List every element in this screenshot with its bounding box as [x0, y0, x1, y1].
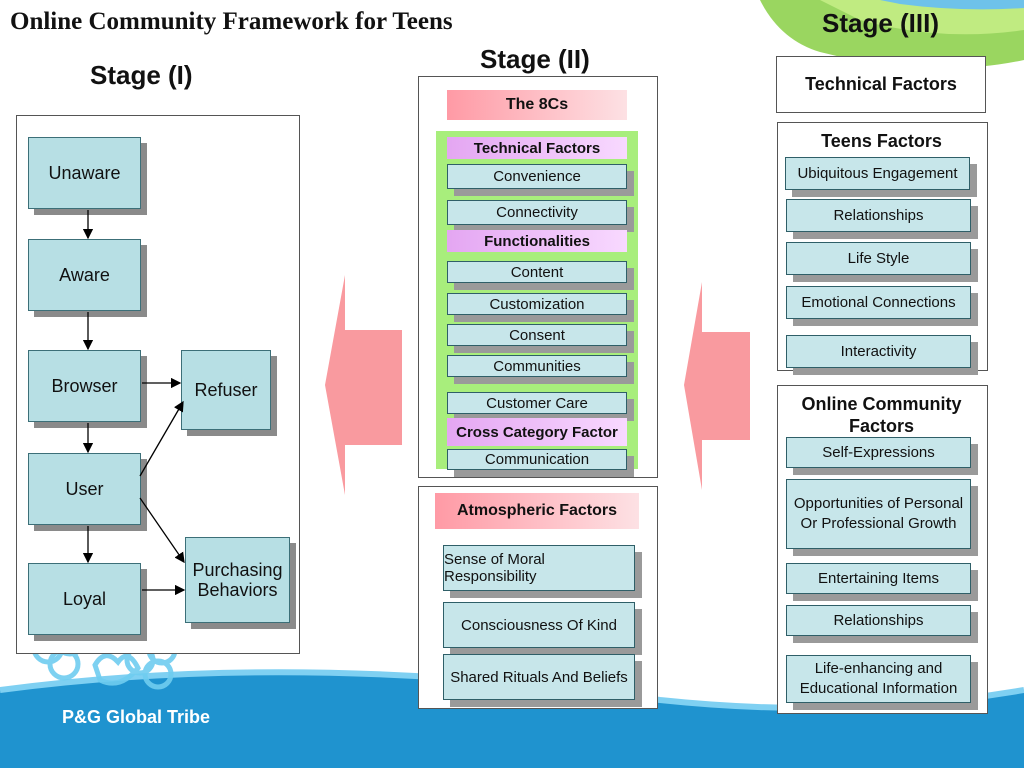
item-consent: Consent — [447, 324, 627, 346]
item-interactivity: Interactivity — [786, 335, 971, 368]
functionalities-header: Functionalities — [447, 230, 627, 252]
online-community-title: Online Community Factors — [801, 394, 962, 436]
item-self-expressions: Self-Expressions — [786, 437, 971, 468]
node-unaware: Unaware — [28, 137, 141, 209]
cross-category-header: Cross Category Factor — [447, 418, 627, 446]
item-communities: Communities — [447, 355, 627, 377]
item-customer-care: Customer Care — [447, 392, 627, 414]
node-purchasing-behaviors: Purchasing Behaviors — [185, 537, 290, 623]
item-consciousness-of-kind: Consciousness Of Kind — [443, 602, 635, 648]
item-relationships-teens: Relationships — [786, 199, 971, 232]
item-life-enhancing-info: Life-enhancing and Educational Informati… — [786, 655, 971, 703]
teens-factors-title: Teens Factors — [821, 131, 942, 151]
item-customization: Customization — [447, 293, 627, 315]
item-convenience: Convenience — [447, 164, 627, 189]
node-loyal: Loyal — [28, 563, 141, 635]
node-user: User — [28, 453, 141, 525]
item-connectivity: Connectivity — [447, 200, 627, 225]
item-shared-rituals: Shared Rituals And Beliefs — [443, 654, 635, 700]
atmospheric-factors-header: Atmospheric Factors — [435, 493, 639, 529]
node-aware: Aware — [28, 239, 141, 311]
stage-2-label: Stage (II) — [480, 44, 590, 74]
item-emotional-connections: Emotional Connections — [786, 286, 971, 319]
item-ubiquitous-engagement: Ubiquitous Engagement — [785, 157, 970, 190]
technical-factors-header: Technical Factors — [447, 137, 627, 159]
item-entertaining-items: Entertaining Items — [786, 563, 971, 594]
technical-factors-box: Technical Factors — [776, 56, 986, 113]
item-moral-responsibility: Sense of Moral Responsibility — [443, 545, 635, 591]
stage-1-arrows — [82, 210, 186, 596]
item-personal-growth: Opportunities of Personal Or Professiona… — [786, 479, 971, 549]
item-relationships-online: Relationships — [786, 605, 971, 636]
item-communication: Communication — [447, 449, 627, 470]
node-browser: Browser — [28, 350, 141, 422]
item-content: Content — [447, 261, 627, 283]
page-title: Online Community Framework for Teens — [10, 8, 453, 35]
node-refuser: Refuser — [181, 350, 271, 430]
footer-brand: P&G Global Tribe — [62, 707, 211, 727]
the-8cs-header: The 8Cs — [447, 90, 627, 120]
stage-3-label: Stage (III) — [822, 8, 940, 38]
stage-1-label: Stage (I) — [90, 60, 193, 90]
item-life-style: Life Style — [786, 242, 971, 275]
